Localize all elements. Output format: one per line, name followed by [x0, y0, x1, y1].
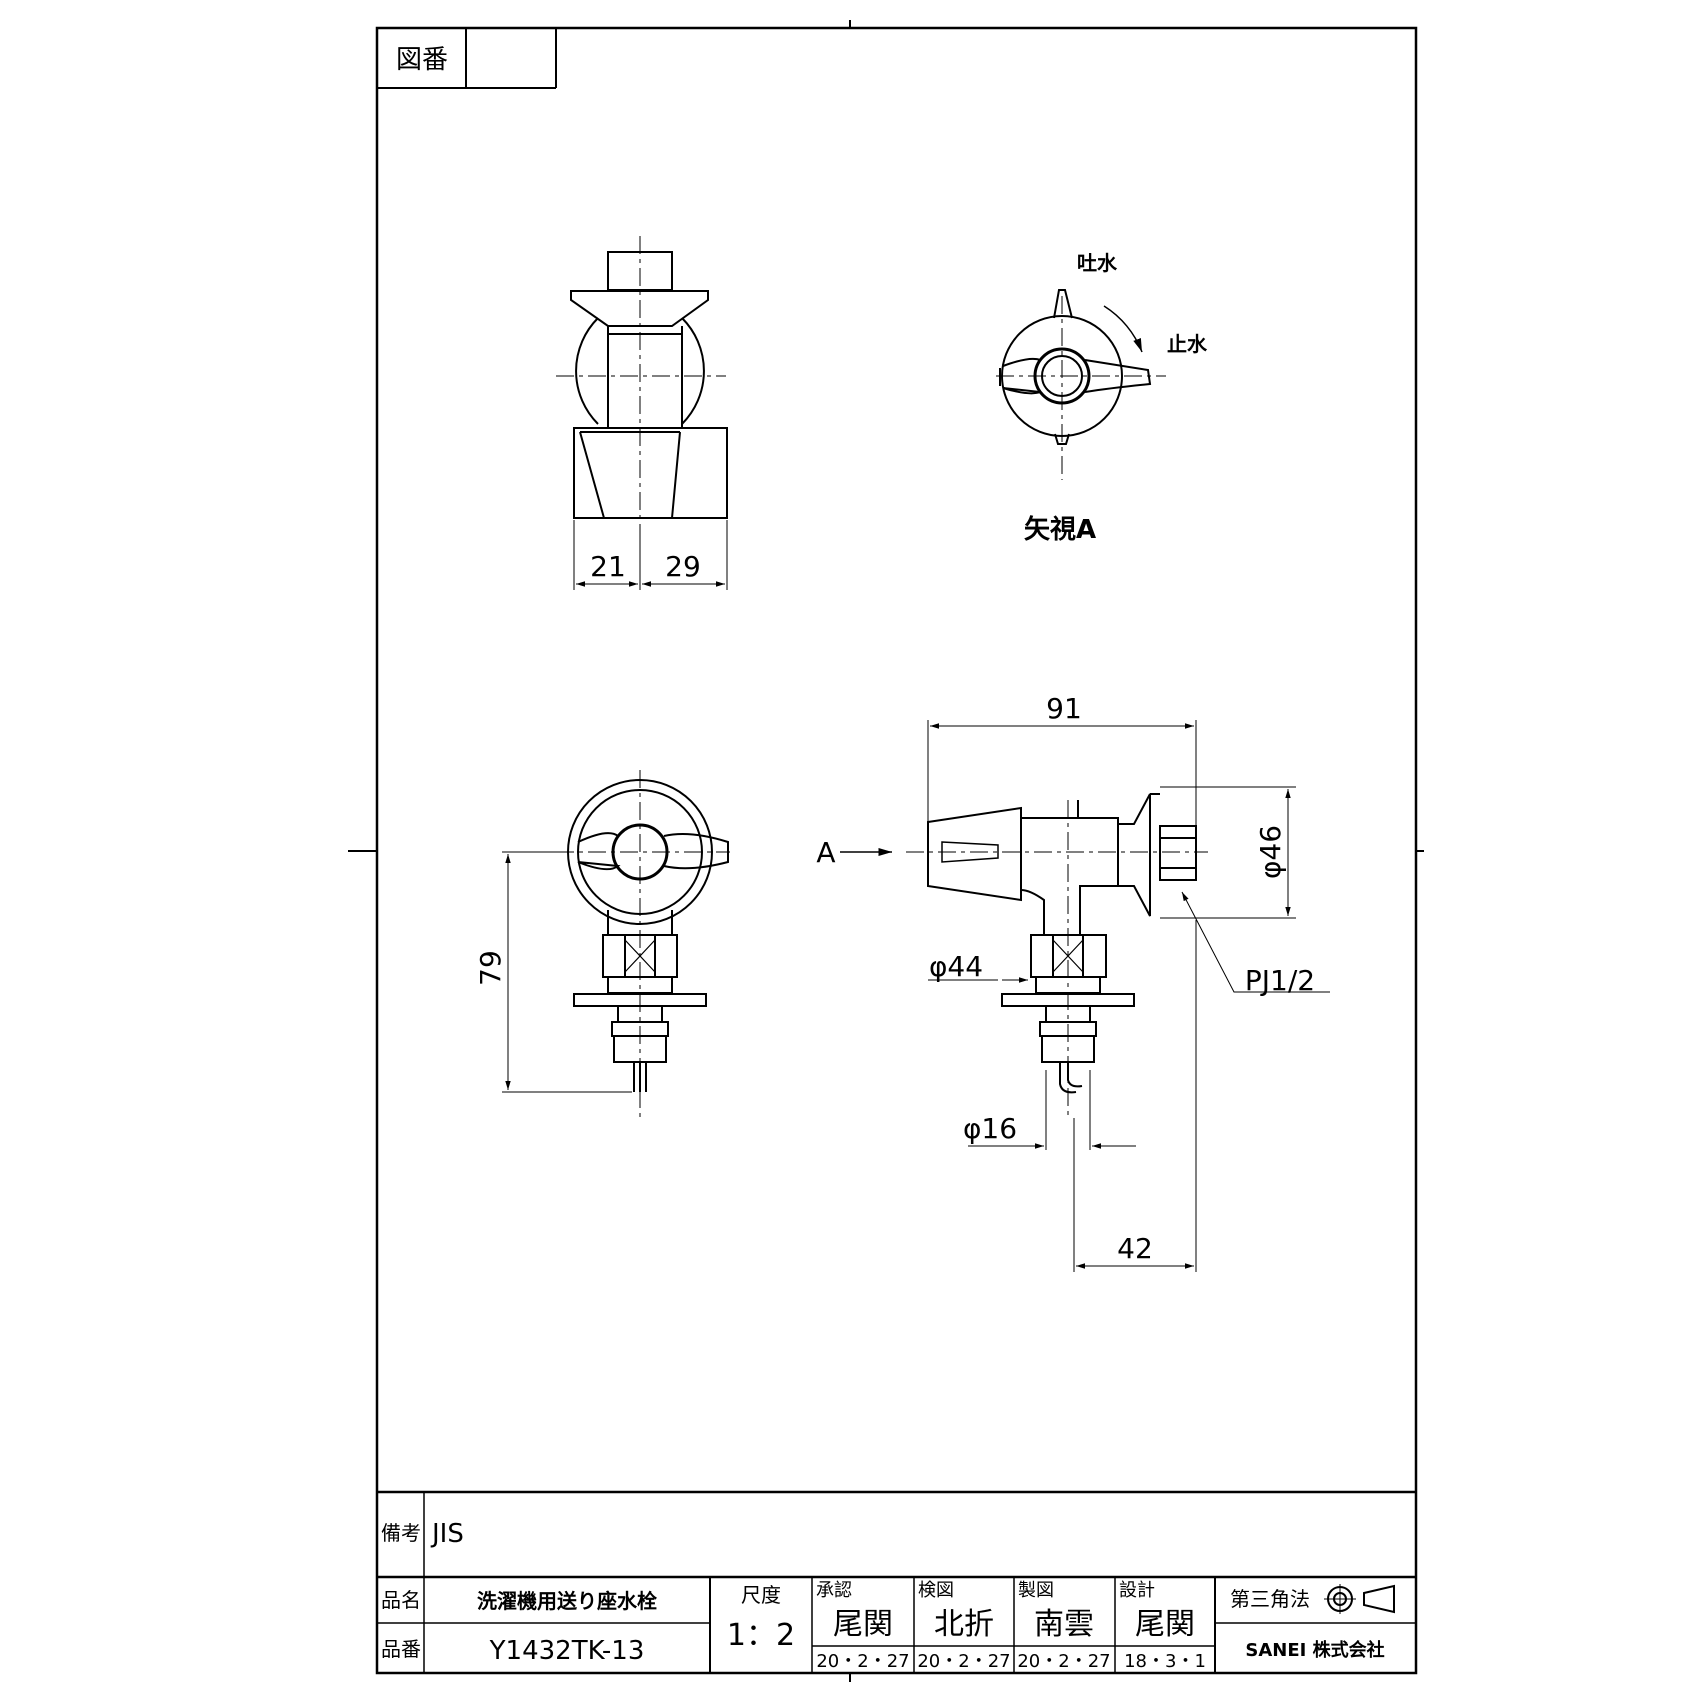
arrow-view-label: 矢視A — [1024, 514, 1096, 545]
approval-date: 20・2・27 — [917, 1651, 1010, 1672]
sheet-frame — [348, 20, 1424, 1682]
dim-21: 21 — [590, 550, 626, 583]
approval-checked: 検図 北折 20・2・27 — [917, 1580, 1010, 1672]
dim-91: 91 — [1046, 692, 1082, 725]
approval-name: 北折 — [934, 1607, 994, 1642]
approval-designed: 設計 尾関 18・3・1 — [1119, 1580, 1206, 1672]
approval-name: 尾関 — [1135, 1607, 1195, 1642]
third-angle-projection-icon — [1324, 1584, 1395, 1614]
arrow-view — [996, 289, 1166, 480]
product-name-label: 品名 — [381, 1588, 421, 1612]
close-label: 止水 — [1167, 332, 1208, 356]
approval-date: 20・2・27 — [1017, 1651, 1110, 1672]
front-view — [502, 770, 730, 1118]
top-view — [556, 236, 728, 590]
dim-phi16: φ16 — [963, 1112, 1017, 1145]
projection-label: 第三角法 — [1230, 1587, 1310, 1611]
approval-role: 製図 — [1018, 1580, 1054, 1601]
scale-label: 尺度 — [741, 1583, 781, 1607]
scale-value: 1：2 — [727, 1618, 795, 1653]
part-number-label: 品番 — [381, 1637, 421, 1661]
thread-label: PJ1/2 — [1245, 964, 1315, 997]
drawing-number-label: 図番 — [396, 45, 448, 75]
open-label: 吐水 — [1077, 251, 1118, 275]
approval-role: 設計 — [1119, 1580, 1155, 1601]
view-a-marker: A — [816, 836, 835, 869]
side-view — [840, 720, 1330, 1272]
dim-phi44: φ44 — [929, 950, 983, 983]
product-name-value: 洗濯機用送り座水栓 — [477, 1589, 657, 1613]
title-block-lines — [377, 1490, 1416, 1673]
approval-date: 18・3・1 — [1124, 1651, 1206, 1672]
approval-name: 南雲 — [1034, 1607, 1094, 1642]
dim-phi46: φ46 — [1254, 825, 1287, 879]
dim-29: 29 — [665, 550, 701, 583]
approval-name: 尾関 — [833, 1607, 893, 1642]
approval-role: 承認 — [816, 1580, 852, 1601]
dim-79: 79 — [474, 950, 507, 986]
approval-approved: 承認 尾関 20・2・27 — [816, 1580, 910, 1672]
company-name: SANEI 株式会社 — [1245, 1639, 1384, 1661]
part-number-value: Y1432TK-13 — [489, 1636, 645, 1666]
dim-42: 42 — [1117, 1232, 1153, 1265]
approval-role: 検図 — [918, 1580, 954, 1601]
approval-date: 20・2・27 — [816, 1651, 909, 1672]
remarks-value: JIS — [430, 1519, 464, 1549]
remarks-label: 備考 — [381, 1521, 421, 1545]
approval-drawn: 製図 南雲 20・2・27 — [1017, 1580, 1110, 1672]
